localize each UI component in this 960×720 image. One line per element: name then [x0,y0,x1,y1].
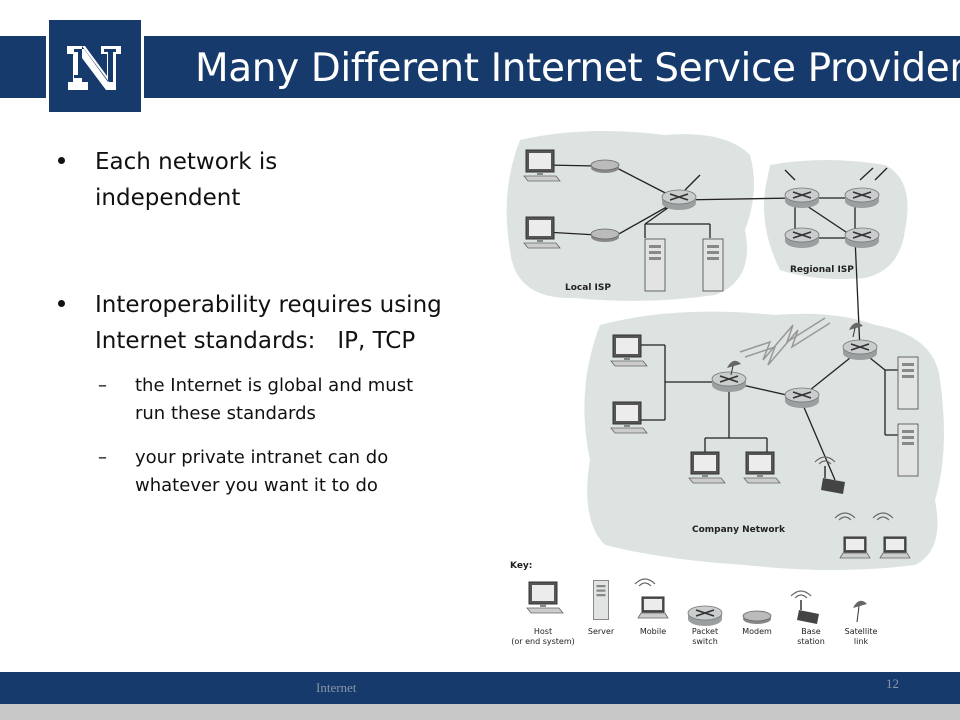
modem-icon [590,228,620,243]
key-item-base-station: Base station [790,590,825,646]
svg-text:station: station [797,637,825,646]
local-isp-cloud [506,131,754,301]
key-item-mobile: Mobile [634,578,669,636]
key-item-modem: Modem [742,610,772,636]
packet-switch-icon [784,387,820,409]
bullet-dot-icon [58,157,65,164]
sub-bullet-line: your private intranet can do [135,447,389,468]
logo-n-icon [67,46,121,90]
footer-text: Internet [316,680,357,695]
bullet-dot-icon [58,300,65,307]
key-item-packet-switch: Packet switch [687,605,723,646]
bullet-line: independent [95,185,241,211]
svg-text:Server: Server [588,627,615,636]
bullet-line: Interoperability requires using [95,292,442,318]
satellite-dish-icon [849,322,863,338]
svg-text:Host: Host [534,627,552,636]
university-logo [46,17,144,115]
bullet-line: Internet standards: IP, TCP [95,328,416,354]
svg-text:switch: switch [692,637,718,646]
key-item-satellite-link: Satellite link [845,600,878,646]
local-isp-label: Local ISP [565,283,611,293]
page-number: 12 [886,676,899,691]
svg-text:Modem: Modem [742,627,772,636]
modem-icon [590,159,620,174]
base-station-icon [814,456,845,494]
packet-switch-icon [784,187,820,209]
slide-title: Many Different Internet Service Provider… [195,46,960,91]
dash-icon: – [98,447,107,468]
svg-text:Mobile: Mobile [640,627,666,636]
bullet-line: Each network is [95,149,278,175]
svg-text:Packet: Packet [692,627,718,636]
sub-bullet-line: whatever you want it to do [135,475,378,496]
network-diagram: Local ISP Regional ISP Company Network K… [506,131,944,646]
sub-bullet-line: run these standards [135,403,316,424]
dash-icon: – [98,375,107,396]
packet-switch-icon [842,339,878,361]
server-icon [897,423,919,477]
svg-text:link: link [854,637,869,646]
footer-strip [0,704,960,720]
title-bar [0,36,960,98]
satellite-dish-icon [727,360,741,376]
footer-bar [0,672,960,704]
packet-switch-icon [844,227,880,249]
packet-switch-icon [844,187,880,209]
regional-isp-cloud [764,160,908,279]
packet-switch-icon [711,371,747,393]
company-network-cloud [584,311,944,570]
svg-text:Satellite: Satellite [845,627,878,636]
company-network-label: Company Network [692,525,786,535]
server-icon [702,238,724,292]
server-icon [644,238,666,292]
server-icon [897,356,919,410]
key-title: Key: [510,561,532,571]
svg-text:(or end system): (or end system) [511,637,575,646]
key-item-server: Server [588,580,615,636]
sub-bullet-line: the Internet is global and must [135,375,414,396]
key-item-host: Host (or end system) [511,581,575,646]
packet-switch-icon [661,189,697,211]
regional-isp-label: Regional ISP [790,265,854,275]
packet-switch-icon [784,227,820,249]
svg-text:Base: Base [801,627,821,636]
